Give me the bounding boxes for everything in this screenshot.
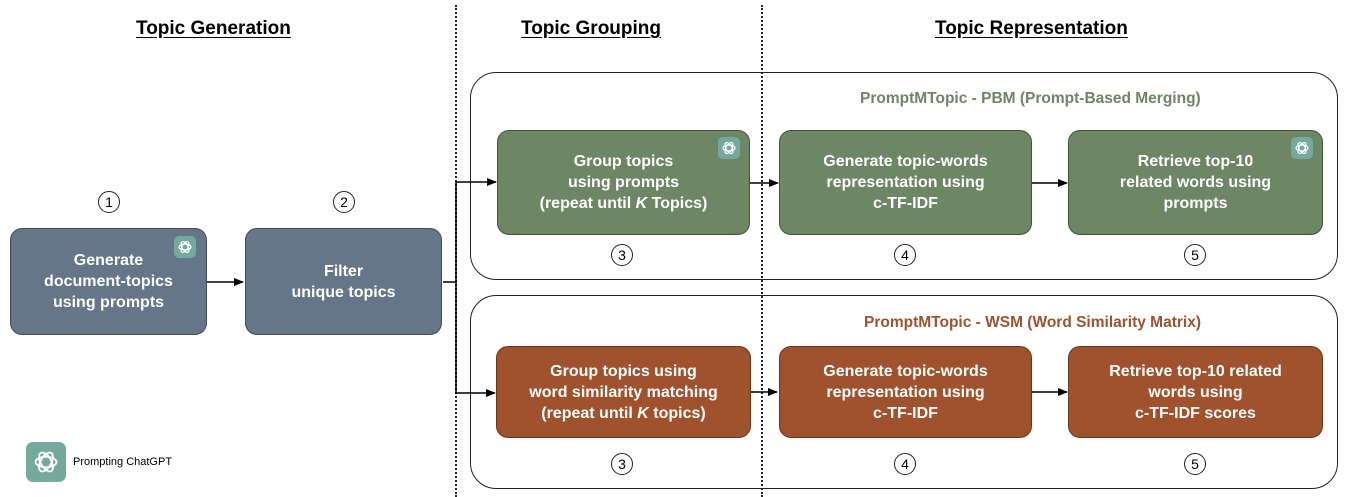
arrow-filter-branch (443, 182, 457, 283)
separator-right (761, 5, 763, 497)
header-topic-generation: Topic Generation (136, 18, 291, 39)
legend-chatgpt-icon (26, 442, 66, 482)
wsm-step-number-3: 3 (611, 453, 633, 475)
wsm-represent-label: Generate topic-words representation usin… (823, 362, 988, 422)
pbm-panel (470, 72, 1338, 280)
chatgpt-icon (174, 236, 196, 258)
wsm-step-number-5: 5 (1184, 453, 1206, 475)
pbm-retrieve-label: Retrieve top-10 related words using prom… (1119, 153, 1272, 212)
wsm-retrieve-box: Retrieve top-10 related words using c-TF… (1068, 346, 1323, 438)
filter-unique-topics-label: Filter unique topics (291, 262, 396, 301)
pbm-group-topics-box: Group topics using prompts (repeat until… (497, 130, 750, 235)
wsm-title: PromptMTopic - WSM (Word Similarity Matr… (864, 314, 1201, 331)
generate-document-topics-label: Generate document-topics using prompts (44, 252, 173, 311)
pbm-retrieve-box: Retrieve top-10 related words using prom… (1068, 130, 1323, 235)
pbm-group-topics-label: Group topics using prompts (repeat until… (539, 153, 708, 212)
wsm-group-topics-label: Group topics using word similarity match… (529, 362, 718, 422)
chatgpt-icon (1291, 137, 1313, 159)
pbm-step-number-4: 4 (894, 244, 916, 266)
wsm-group-topics-box: Group topics using word similarity match… (496, 346, 751, 438)
filter-unique-topics-box: Filter unique topics (245, 228, 442, 335)
header-topic-representation: Topic Representation (935, 18, 1128, 39)
wsm-panel (470, 295, 1338, 489)
wsm-step-number-4: 4 (894, 453, 916, 475)
wsm-retrieve-label: Retrieve top-10 related words using c-TF… (1109, 362, 1282, 422)
legend-label: Prompting ChatGPT (73, 456, 173, 468)
pbm-title: PromptMTopic - PBM (Prompt-Based Merging… (860, 90, 1201, 107)
pbm-step-number-3: 3 (611, 244, 633, 266)
wsm-represent-box: Generate topic-words representation usin… (779, 346, 1032, 438)
pbm-represent-box: Generate topic-words representation usin… (779, 130, 1032, 235)
step-number-2: 2 (333, 191, 355, 213)
chatgpt-icon (718, 137, 740, 159)
header-topic-grouping: Topic Grouping (521, 18, 662, 39)
arrow-filter-to-wsm (455, 282, 496, 397)
pbm-step-number-5: 5 (1184, 244, 1206, 266)
pbm-represent-label: Generate topic-words representation usin… (823, 153, 988, 212)
step-number-1: 1 (98, 191, 120, 213)
